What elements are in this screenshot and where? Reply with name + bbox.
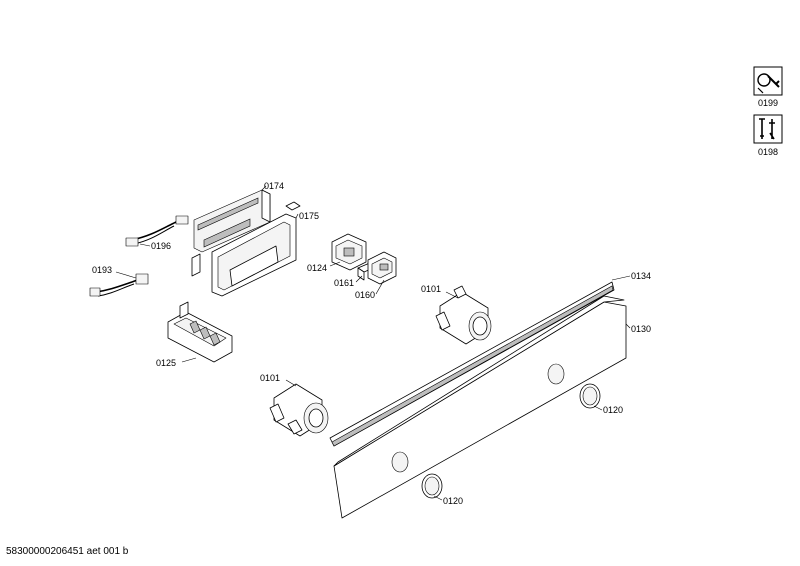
- label-0101-lower: 0101: [260, 373, 280, 383]
- label-0174: 0174: [264, 181, 284, 191]
- label-0134: 0134: [631, 271, 651, 281]
- module-frame-0175: [191, 201, 301, 297]
- label-0130: 0130: [631, 324, 651, 334]
- label-0101-upper: 0101: [421, 284, 441, 294]
- switch-part-0160: [367, 251, 397, 285]
- cable-harness-0193: [89, 273, 149, 297]
- label-0160: 0160: [355, 290, 375, 300]
- label-0196: 0196: [151, 241, 171, 251]
- wrench-service-icon[interactable]: [753, 66, 783, 96]
- terminal-block-0125: [167, 301, 233, 363]
- cable-harness-0196: [125, 215, 189, 247]
- label-0124: 0124: [307, 263, 327, 273]
- trim-strip-0134: [329, 281, 615, 447]
- label-0161: 0161: [334, 278, 354, 288]
- switch-housing-0124: [331, 233, 367, 271]
- control-panel-0130: [333, 295, 627, 519]
- rotary-switch-0101-upper: [435, 285, 492, 345]
- label-0193: 0193: [92, 265, 112, 275]
- label-0120-bottom: 0120: [443, 496, 463, 506]
- document-id: 58300000206451 aet 001 b: [6, 546, 129, 557]
- knob-ring-0120-right: [579, 383, 601, 409]
- label-0125: 0125: [156, 358, 176, 368]
- label-0198: 0198: [758, 147, 778, 157]
- knob-ring-0120-bottom: [421, 473, 443, 499]
- screwdriver-tools-icon[interactable]: [753, 114, 783, 144]
- label-0120-right: 0120: [603, 405, 623, 415]
- rotary-switch-0101-lower: [269, 383, 329, 437]
- label-0175: 0175: [299, 211, 319, 221]
- label-0199: 0199: [758, 98, 778, 108]
